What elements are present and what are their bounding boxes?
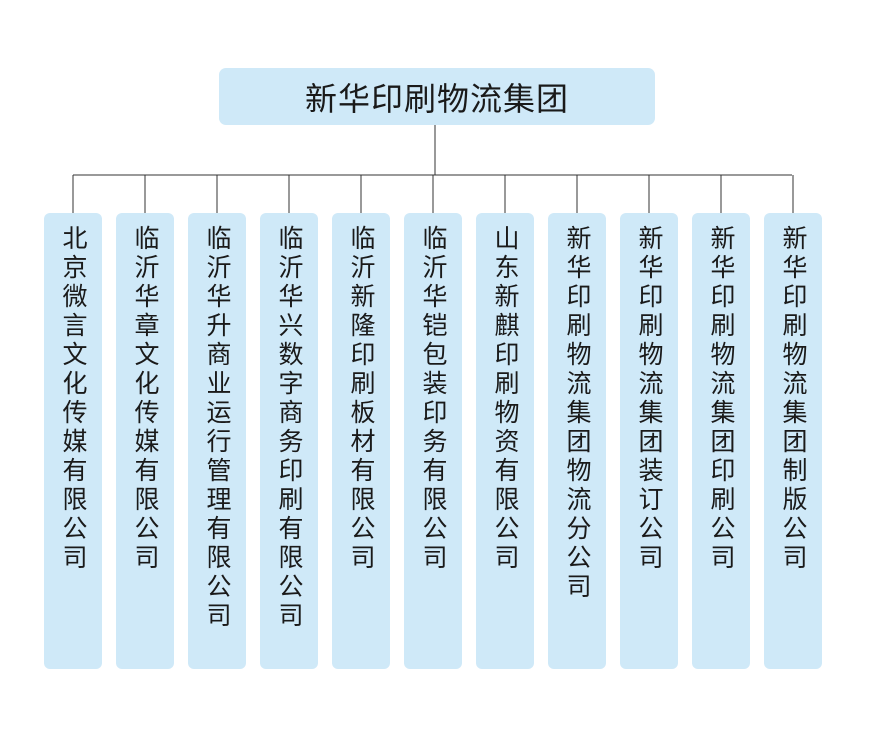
- root-node-label: 新华印刷物流集团: [304, 79, 569, 118]
- child-node-label: 新华印刷物流集团装订公司: [635, 225, 664, 573]
- child-node: 临沂华兴数字商务印刷有限公司: [260, 213, 318, 669]
- child-node: 临沂华铠包装印务有限公司: [404, 213, 462, 669]
- child-node-label: 北京微言文化传媒有限公司: [59, 225, 88, 573]
- child-node-label: 新华印刷物流集团制版公司: [779, 225, 808, 573]
- child-node: 山东新麒印刷物资有限公司: [476, 213, 534, 669]
- child-node: 北京微言文化传媒有限公司: [44, 213, 102, 669]
- child-node-label: 临沂华章文化传媒有限公司: [131, 225, 160, 573]
- child-node: 临沂华升商业运行管理有限公司: [188, 213, 246, 669]
- child-drop-lines: [72, 175, 794, 213]
- child-node: 新华印刷物流集团制版公司: [764, 213, 822, 669]
- child-node-label: 临沂华兴数字商务印刷有限公司: [275, 225, 304, 631]
- root-node: 新华印刷物流集团: [219, 68, 655, 125]
- child-node-label: 新华印刷物流集团物流分公司: [563, 225, 592, 602]
- child-node-label: 新华印刷物流集团印刷公司: [707, 225, 736, 573]
- child-node-label: 山东新麒印刷物资有限公司: [491, 225, 520, 573]
- child-node: 新华印刷物流集团装订公司: [620, 213, 678, 669]
- child-node: 新华印刷物流集团物流分公司: [548, 213, 606, 669]
- child-node-label: 临沂华升商业运行管理有限公司: [203, 225, 232, 631]
- child-node-label: 临沂新隆印刷板材有限公司: [347, 225, 376, 573]
- child-node-label: 临沂华铠包装印务有限公司: [419, 225, 448, 573]
- child-node: 临沂华章文化传媒有限公司: [116, 213, 174, 669]
- child-node: 临沂新隆印刷板材有限公司: [332, 213, 390, 669]
- child-node: 新华印刷物流集团印刷公司: [692, 213, 750, 669]
